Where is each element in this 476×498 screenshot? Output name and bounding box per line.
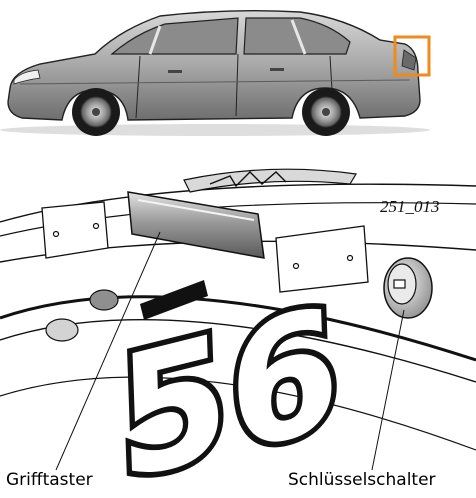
handle-button — [128, 192, 264, 258]
front-wheel — [72, 88, 120, 136]
label-handle-button: Grifftaster — [6, 470, 93, 490]
door-handle-rear — [270, 68, 284, 71]
rear-wheel — [302, 88, 350, 136]
left-plate-lamp — [42, 202, 108, 258]
plate-seal-bottom — [46, 319, 78, 341]
plate-seal-top — [90, 290, 118, 310]
vw-logo-icon — [184, 169, 356, 192]
label-key-switch: Schlüsselschalter — [288, 470, 436, 490]
figure-code: 251_013 — [380, 197, 440, 217]
key-switch — [384, 258, 432, 318]
car-side-view — [0, 11, 430, 136]
trunk-detail-view: 56 — [0, 169, 476, 498]
car-shadow — [0, 124, 430, 136]
door-handle-front — [168, 70, 182, 73]
